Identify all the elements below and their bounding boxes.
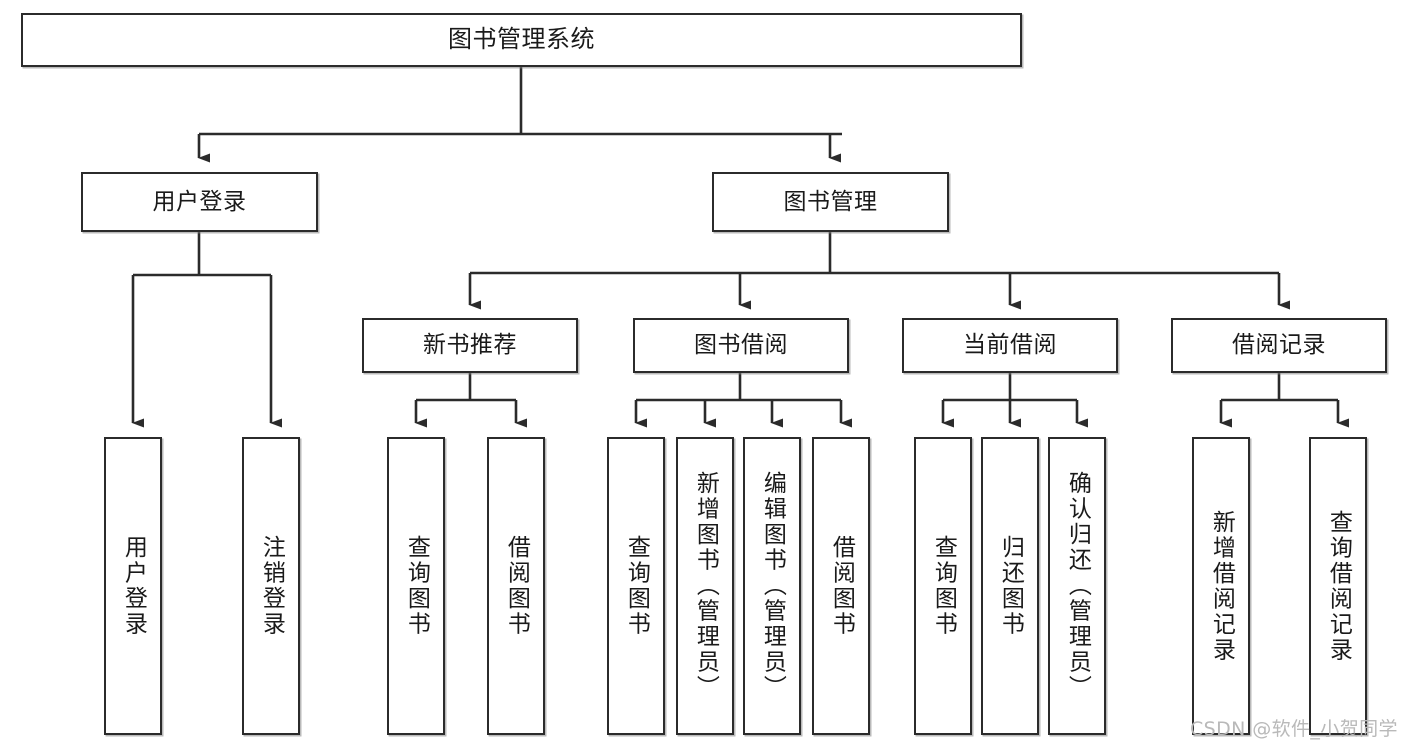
leaf-edit-book-admin[interactable]: 编辑图书（管理员）	[743, 437, 801, 735]
leaf-query-borrow-record[interactable]: 查询借阅记录	[1309, 437, 1367, 735]
node-label: 用户登录	[152, 188, 247, 215]
node-label: 用户登录	[120, 535, 147, 637]
node-label: 图书管理系统	[448, 25, 595, 54]
node-book-borrowing[interactable]: 图书借阅	[633, 318, 849, 373]
node-current-borrowing[interactable]: 当前借阅	[902, 318, 1118, 373]
leaf-query-book-current[interactable]: 查询图书	[914, 437, 972, 735]
leaf-return-book[interactable]: 归还图书	[981, 437, 1039, 735]
leaf-logout[interactable]: 注销登录	[242, 437, 300, 735]
node-label: 借阅图书	[828, 535, 855, 637]
node-label: 注销登录	[258, 535, 285, 637]
node-label: 新增图书（管理员）	[692, 471, 719, 701]
node-borrowing-records[interactable]: 借阅记录	[1171, 318, 1387, 373]
node-label: 借阅图书	[503, 535, 530, 637]
leaf-query-book-new[interactable]: 查询图书	[387, 437, 445, 735]
node-label: 查询图书	[403, 535, 430, 637]
node-label: 借阅记录	[1232, 332, 1326, 359]
node-label: 查询图书	[623, 535, 650, 637]
node-label: 新书推荐	[423, 332, 517, 359]
node-label: 确认归还（管理员）	[1064, 471, 1091, 701]
node-label: 图书借阅	[694, 332, 788, 359]
leaf-add-book-admin[interactable]: 新增图书（管理员）	[676, 437, 734, 735]
leaf-add-borrow-record[interactable]: 新增借阅记录	[1192, 437, 1250, 735]
node-new-book-recommendation[interactable]: 新书推荐	[362, 318, 578, 373]
node-label: 图书管理	[783, 188, 878, 215]
node-label: 查询借阅记录	[1325, 509, 1352, 663]
leaf-confirm-return-admin[interactable]: 确认归还（管理员）	[1048, 437, 1106, 735]
node-root-book-management-system[interactable]: 图书管理系统	[21, 13, 1022, 67]
leaf-borrow-book-new[interactable]: 借阅图书	[487, 437, 545, 735]
node-label: 归还图书	[997, 535, 1024, 637]
node-book-management[interactable]: 图书管理	[712, 172, 949, 232]
leaf-borrow-book[interactable]: 借阅图书	[812, 437, 870, 735]
node-label: 当前借阅	[963, 332, 1057, 359]
watermark-text: CSDN @软件_小贺同学	[1190, 718, 1398, 740]
node-user-login[interactable]: 用户登录	[81, 172, 318, 232]
node-label: 查询图书	[930, 535, 957, 637]
leaf-user-login[interactable]: 用户登录	[104, 437, 162, 735]
node-label: 编辑图书（管理员）	[759, 471, 786, 701]
leaf-query-book-borrow[interactable]: 查询图书	[607, 437, 665, 735]
node-label: 新增借阅记录	[1208, 509, 1235, 663]
